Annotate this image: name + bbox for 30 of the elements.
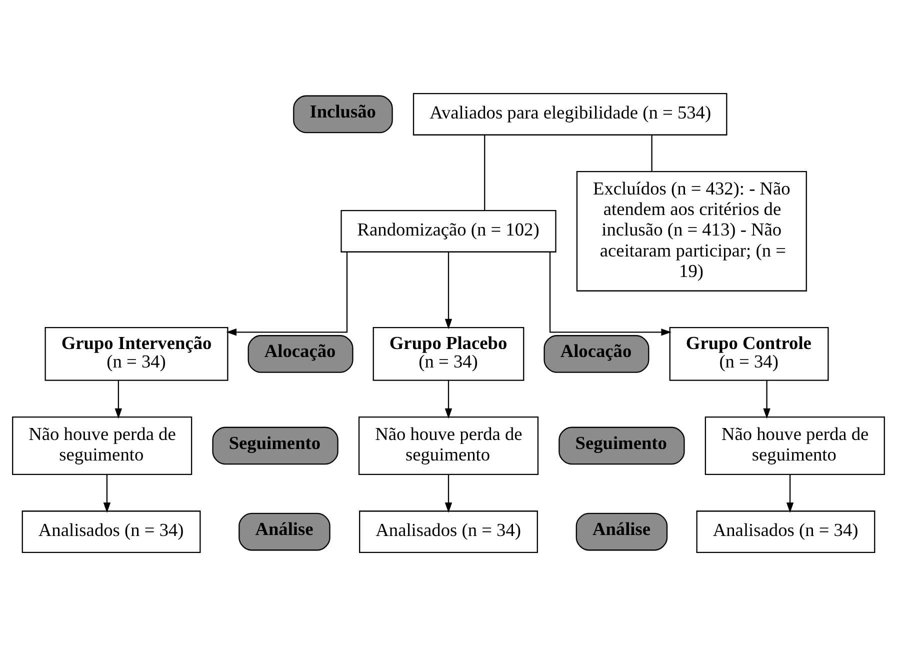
arrow xyxy=(444,252,452,329)
node-box: Alocação xyxy=(544,334,650,372)
node-box: Randomização (n = 102) xyxy=(340,210,556,252)
node-box: Excluídos (n = 432): - Não atendem aos critérios de inclusão (n = 413) - Não aceitaram participar; (n = 19) xyxy=(576,170,807,291)
node-box: Análise xyxy=(576,512,668,550)
node-box: Inclusão xyxy=(293,94,393,133)
arrow xyxy=(786,474,794,512)
arrow xyxy=(444,380,452,418)
node-box: Seguimento xyxy=(212,426,338,464)
node-box: Grupo Placebo (n = 34) xyxy=(372,326,524,380)
node-box: Não houve perda de seguimento xyxy=(12,416,192,474)
node-box: Seguimento xyxy=(558,426,685,464)
arrow xyxy=(114,380,122,418)
node-box: Grupo Controle (n = 34) xyxy=(669,326,829,380)
node-box: Não houve perda de seguimento xyxy=(704,416,885,474)
arrow xyxy=(226,252,348,336)
arrow xyxy=(549,252,672,336)
node-box: Análise xyxy=(238,512,330,550)
node-box: Grupo Intervenção (n = 34) xyxy=(44,326,228,380)
node-box: Analisados (n = 34) xyxy=(22,510,201,552)
node-box: Analisados (n = 34) xyxy=(359,510,538,552)
node-box: Não houve perda de seguimento xyxy=(358,416,539,474)
node-box: Analisados (n = 34) xyxy=(696,510,876,552)
connector xyxy=(651,134,652,171)
arrow xyxy=(763,380,770,418)
connector xyxy=(484,134,486,210)
arrow xyxy=(444,474,452,512)
node-box: Alocação xyxy=(248,334,354,372)
node-box: Avaliados para elegibilidade (n = 534) xyxy=(412,92,728,135)
arrow xyxy=(103,474,111,512)
